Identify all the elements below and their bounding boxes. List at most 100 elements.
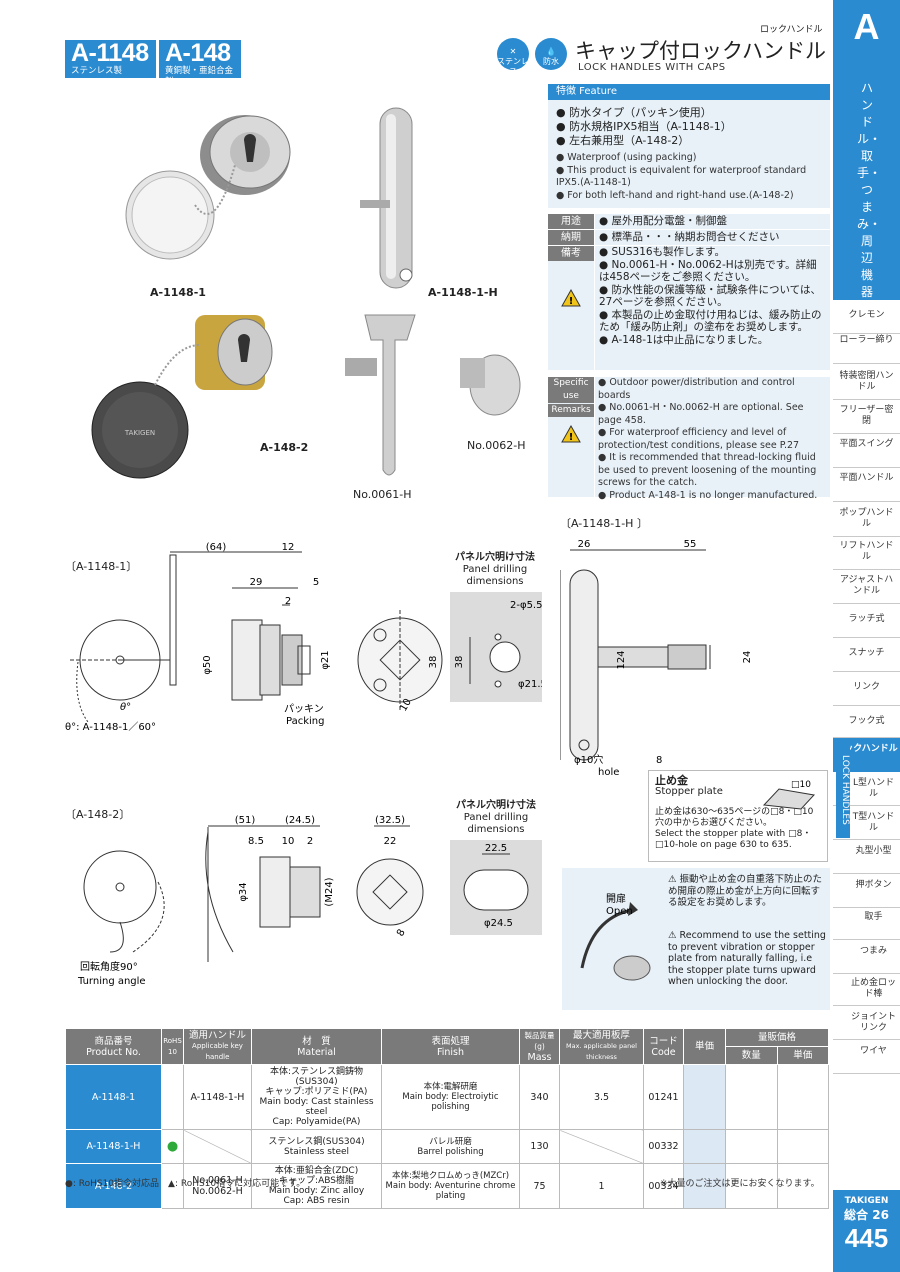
th-bulk: 量販価格 xyxy=(725,1028,829,1047)
sidebar-item[interactable]: 平面ハンドル xyxy=(833,468,900,502)
footer-note: ※大量のご注文は更にお安くなります。 xyxy=(660,1179,820,1189)
dim-32-5: (32.5) xyxy=(375,815,405,826)
cell-product: A-1148-1-H xyxy=(65,1129,162,1164)
panel-drilling-en2-1: dimensions xyxy=(466,576,524,587)
sidebar-item[interactable]: L型ハンドル xyxy=(833,772,900,806)
svg-text:!: ! xyxy=(569,296,574,307)
stainless-badge-icon: ✕ステンレス xyxy=(497,38,529,76)
th-product-jp: 商品番号 xyxy=(94,1035,133,1047)
remark-item-en: ● It is recommended that thread-locking … xyxy=(598,452,817,488)
h-dim-hole: hole xyxy=(598,767,619,778)
sidebar-item[interactable]: ジョイントリンク xyxy=(833,1006,900,1040)
sidebar-item[interactable]: 特装密閉ハンドル xyxy=(833,366,900,400)
cell-bulk-price xyxy=(776,1129,829,1164)
feature-header: 特徴 Feature xyxy=(548,84,830,100)
sidebar-item[interactable]: 押ボタン xyxy=(833,874,900,908)
sidebar-lock-handles-vertical: LOCK HANDLES xyxy=(836,742,850,838)
product-code-1: A-1148 xyxy=(71,39,149,67)
cell-rohs: ● xyxy=(161,1129,184,1164)
product-code-1-sub: ステンレス製 xyxy=(71,66,123,76)
cell-thickness-line: 3.5 xyxy=(593,1091,610,1103)
product-code-tile-2: A-148 黄銅製・亜鉛合金製 xyxy=(159,39,241,87)
drawing-label-a1148-1: 〔A-1148-1〕 xyxy=(65,560,138,573)
cell-thickness-line: 1 xyxy=(598,1180,605,1192)
feature-panel: ● 防水タイプ（パッキン使用）● 防水規格IPX5相当（A-1148-1）● 左… xyxy=(548,100,830,208)
sidebar-item[interactable]: リフトハンドル xyxy=(833,536,900,570)
sidebar-item[interactable]: フック式 xyxy=(833,706,900,738)
th-mass: 製品質量(g)Mass xyxy=(519,1028,560,1065)
cell-unit-price xyxy=(683,1163,726,1209)
dim-8-5: 8.5 xyxy=(248,836,264,847)
drawing-a148-2: (51) (24.5) (32.5) 8.5 10 2 22 φ34 (M24)… xyxy=(77,815,424,987)
sidebar-item[interactable]: T型ハンドル xyxy=(833,806,900,840)
cell-qty xyxy=(725,1064,778,1130)
catalog-label: 総合 26 xyxy=(844,1208,889,1222)
sidebar-item[interactable]: 止め金ロッド棒 xyxy=(833,972,900,1006)
th-handle-en: Applicable key handle xyxy=(192,1042,243,1061)
stopper-plate-box: 止め金 Stopper plate □10 止め金は630〜635ページの□8・… xyxy=(648,770,828,862)
sidebar-item[interactable]: フリーザー密閉 xyxy=(833,400,900,434)
panel-drilling-diagram-1: 38 2-φ5.5 φ21.5 xyxy=(450,592,542,702)
dim-2: 2 xyxy=(285,596,291,607)
th-material-jp: 材 質 xyxy=(302,1035,331,1047)
cell-thickness: 1 xyxy=(559,1163,644,1209)
product-code-2: A-148 xyxy=(165,39,231,67)
photo-label-a1148-1: A-1148-1 xyxy=(150,286,206,299)
panel-drilling-title-2: パネル穴明け寸法 Panel drilling dimensions xyxy=(450,800,542,836)
remarks-label: 備考 xyxy=(548,246,594,261)
photo-label-no0061-h: No.0061-H xyxy=(353,488,412,501)
drill-dim-2phi5-5: 2-φ5.5 xyxy=(510,600,542,611)
cell-rohs-line: ● xyxy=(166,1139,179,1154)
photo-a1148-1 xyxy=(125,115,291,260)
sidebar-item[interactable]: 丸型小型 xyxy=(833,840,900,874)
cell-material-line: Cap: Polyamide(PA) xyxy=(272,1117,361,1127)
cell-finish-line: バレル研磨 xyxy=(429,1136,472,1147)
cell-handle-line: A-1148-1-H xyxy=(190,1091,245,1103)
delivery-value-box: ● 標準品・・・納期お問合せください xyxy=(595,230,830,245)
drawing-label-a148-2: 〔A-148-2〕 xyxy=(65,808,131,821)
sidebar-item[interactable]: ラッチ式 xyxy=(833,604,900,638)
turn-jp: 回転角度90° xyxy=(80,960,138,973)
sidebar-item[interactable]: クレモン xyxy=(833,300,900,334)
photo-no0061-h xyxy=(345,314,416,476)
cell-thickness xyxy=(559,1129,644,1164)
th-mass-jp: 製品質量(g) xyxy=(524,1031,555,1051)
dim-phi50: φ50 xyxy=(202,655,213,674)
panel-drilling-en2-2: dimensions xyxy=(467,824,525,835)
caution-jp-text: 振動や止め金の自重落下防止のため開扉の際止め金が上方向に回転する設定をお奨めしま… xyxy=(668,874,823,908)
h-dim-phi10: φ10穴 xyxy=(574,753,603,766)
sidebar-item[interactable]: 取手 xyxy=(833,906,900,940)
sidebar-item[interactable]: 平面スイング xyxy=(833,434,900,468)
remark-item-jp: ● 防水性能の保護等級・試験条件については、27ページを参照ください。 xyxy=(599,283,821,309)
cell-code-line: 01241 xyxy=(648,1091,679,1103)
sidebar-item[interactable]: ローラー締り xyxy=(833,330,900,364)
cell-finish-line: 本体:梨地クロムめっき(MZCr) xyxy=(391,1171,510,1181)
sidebar-item[interactable]: つまみ xyxy=(833,940,900,974)
page-number: 445 xyxy=(844,1223,889,1253)
dim-51: (51) xyxy=(235,815,256,826)
sidebar-item[interactable]: ポップハンドル xyxy=(833,503,900,537)
sidebar-item[interactable]: アジャストハンドル xyxy=(833,570,900,604)
use-label: 用途 xyxy=(548,214,594,229)
sidebar-item[interactable]: リンク xyxy=(833,672,900,706)
feature-item-jp: ● 防水タイプ（パッキン使用） xyxy=(556,106,712,119)
cell-mass: 340 xyxy=(519,1064,560,1130)
dim-2b: 2 xyxy=(307,836,313,847)
th-thick-jp: 最大適用板厚 xyxy=(572,1030,630,1041)
th-code-en: Code xyxy=(651,1046,676,1058)
sidebar-item[interactable]: ワイヤ xyxy=(833,1040,900,1074)
theta-label: θ° xyxy=(120,702,131,713)
cell-rohs xyxy=(161,1064,184,1130)
product-code-2-sub: 黄銅製・亜鉛合金製 xyxy=(165,66,234,87)
th-finish-jp: 表面処理 xyxy=(431,1035,470,1047)
stopper-dim: □10 xyxy=(791,780,811,790)
sidebar-item[interactable]: スナッチ xyxy=(833,638,900,672)
use-value-box: ● 屋外用配分電盤・制御盤 xyxy=(595,214,830,229)
th-qty: 数量 xyxy=(725,1046,778,1065)
